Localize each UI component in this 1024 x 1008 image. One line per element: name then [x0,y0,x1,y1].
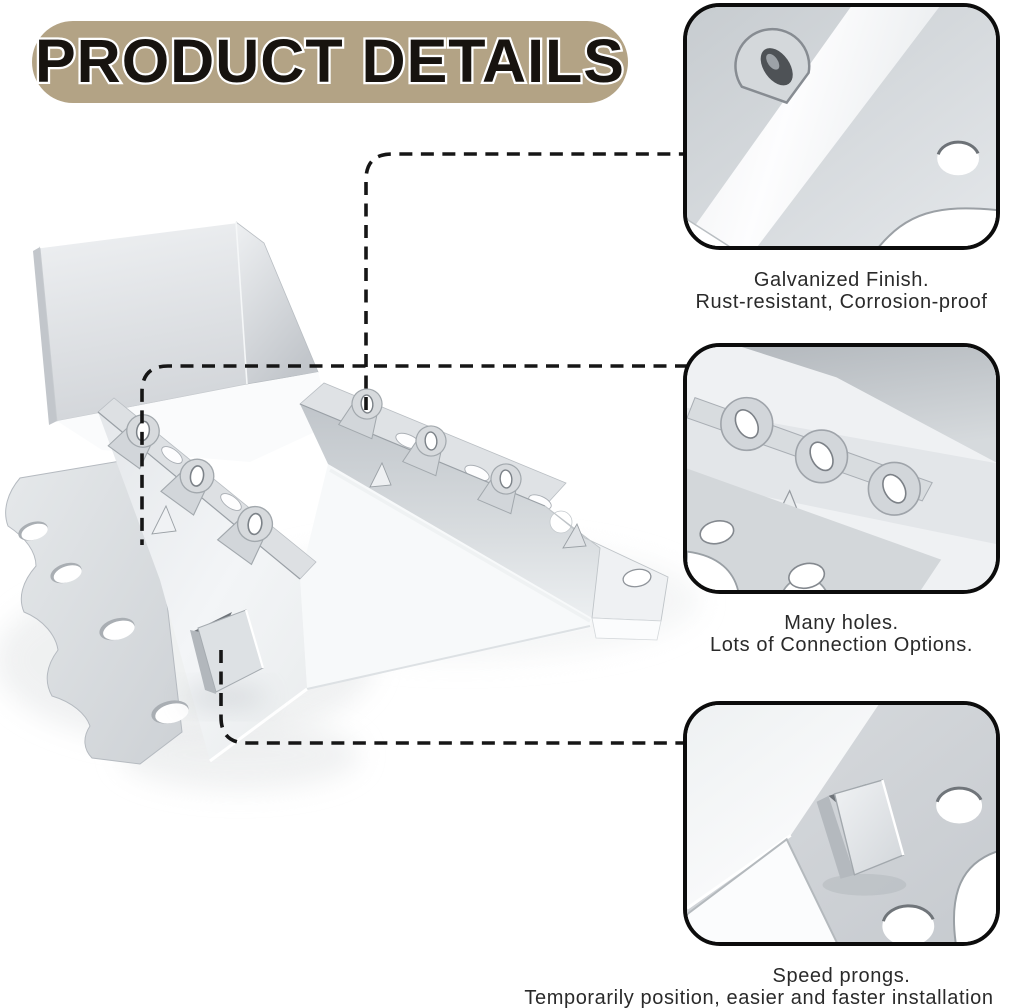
near-rail [97,397,317,763]
caption-line: Many holes. [784,612,899,634]
caption-line: Temporarily position, easier and faster … [524,987,994,1008]
plate-edge [687,837,838,942]
chute [33,220,332,462]
page-title-banner: PRODUCT DETAILS [32,21,628,103]
nail-hole [622,568,652,588]
page-title: PRODUCT DETAILS [35,27,625,95]
keyhole-tab [794,429,849,484]
caption-line: Lots of Connection Options. [709,634,974,656]
base-plate-edge [687,468,942,590]
speed-prongs-photo [687,705,996,942]
base-plate [5,455,192,765]
positioning-prong [562,522,587,549]
caption-line: Rust-resistant, Corrosion-proof [695,291,988,313]
far-rail [299,382,669,641]
keyhole-tab [720,396,774,452]
positioning-prong [151,504,177,535]
caption-galvanized-finish: Galvanized Finish. Rust-resistant, Corro… [683,269,1000,313]
positioning-prong [369,461,392,488]
metal-wedge [687,705,879,909]
caption-line: Speed prongs. [772,965,911,987]
channel-floor [300,464,592,690]
callout-many-holes [683,343,1000,594]
nail-hole [936,787,983,824]
callout-speed-prongs [683,701,1000,946]
caption-speed-prongs: Speed prongs. Temporarily position, easi… [524,965,1000,1008]
connector-galvanized-finish [364,152,688,410]
galvanized-finish-photo [687,7,996,246]
nail-hole [699,520,735,545]
scalloped-edge [878,207,996,246]
scalloped-edge [952,850,996,942]
speed-prong-tab [183,609,267,708]
caption-line: Galvanized Finish. [753,269,930,291]
flange-hole [220,493,242,511]
flange-hole [161,446,183,464]
metal-rib-highlight [687,7,940,246]
channel-wall [741,347,996,463]
many-holes-photo [687,347,996,590]
connector-speed-prongs [219,650,688,745]
callout-galvanized-finish [683,3,1000,250]
connector-many-holes [140,364,688,545]
nail-hole [788,562,826,590]
callout-connectors [140,152,688,745]
nail-hole [937,141,980,176]
nail-hole [882,906,935,942]
caption-many-holes: Many holes. Lots of Connection Options. [683,612,1000,656]
keyhole-tab [867,461,922,516]
scalloped-edge [687,550,739,590]
